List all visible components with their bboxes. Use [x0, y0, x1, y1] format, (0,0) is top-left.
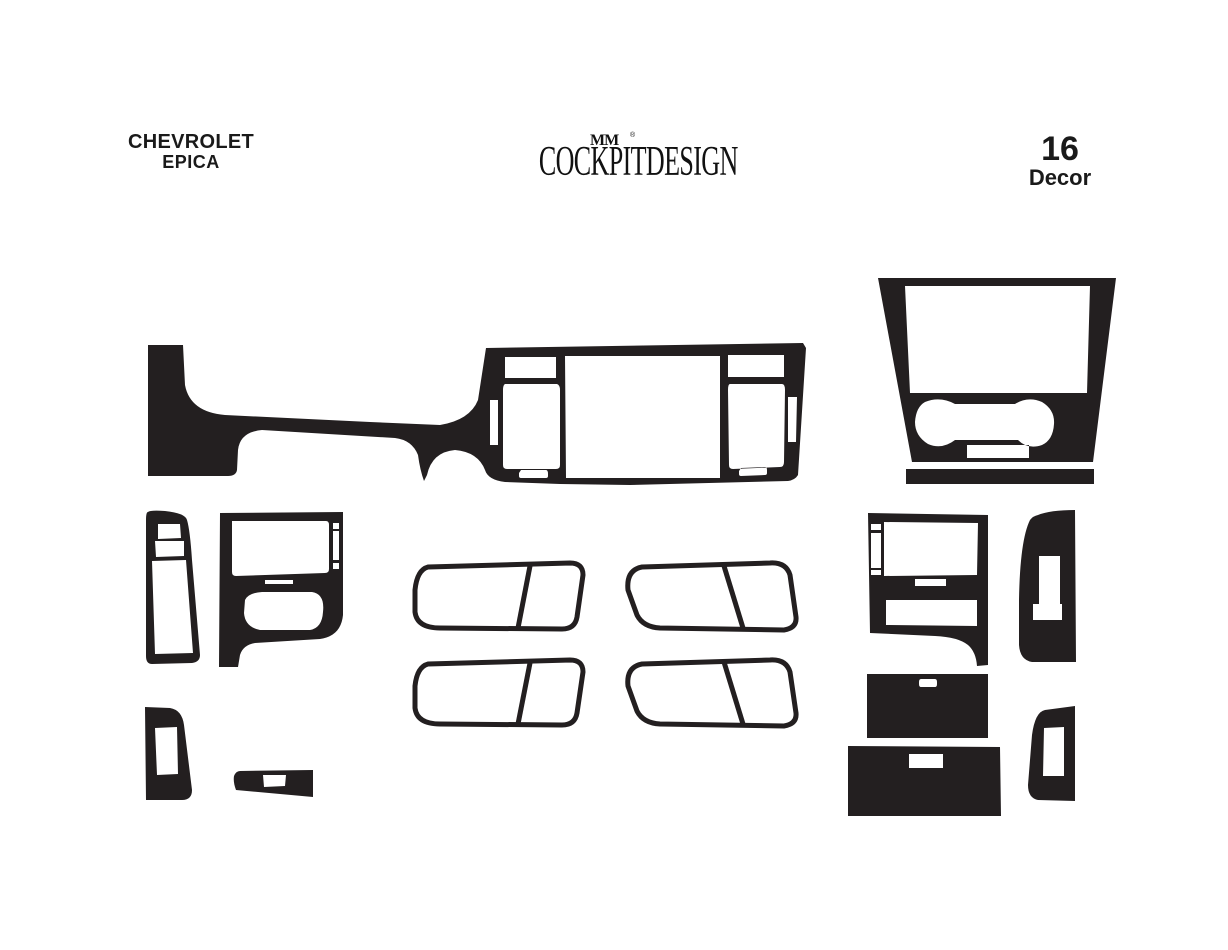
piece-count: 16 Decor: [1010, 132, 1110, 190]
vehicle-title: CHEVROLET EPICA: [100, 132, 282, 172]
brand-logo: MM ® COCKPITDESIGN: [498, 130, 738, 218]
vehicle-make: CHEVROLET: [127, 131, 255, 153]
door-handle-front-left: [412, 560, 586, 632]
small-switch-strip: [233, 770, 313, 797]
vehicle-model: EPICA: [162, 152, 220, 172]
left-console-panel: [219, 512, 343, 667]
right-small-switch-panel: [1028, 706, 1075, 801]
door-handle-rear-left: [412, 657, 586, 728]
center-stack-trapezoid: [878, 278, 1116, 462]
piece-count-label: Decor: [1028, 165, 1092, 190]
door-handle-front-right: [625, 560, 799, 633]
left-small-switch-panel: [145, 707, 192, 800]
registered-mark: ®: [630, 132, 636, 139]
door-handle-rear-right: [625, 657, 799, 729]
brand-mark-icon: MM: [590, 132, 619, 149]
right-window-switch-panel: [1019, 510, 1076, 662]
left-vent-panel: [146, 510, 200, 664]
glovebox-upper-panel: [867, 674, 988, 738]
right-console-panel: [868, 513, 988, 666]
piece-count-number: 16: [1041, 130, 1079, 168]
glovebox-lower-panel: [848, 746, 1001, 816]
center-stack-bottom-strip: [906, 469, 1094, 484]
dashboard-long-panel: [148, 343, 806, 485]
